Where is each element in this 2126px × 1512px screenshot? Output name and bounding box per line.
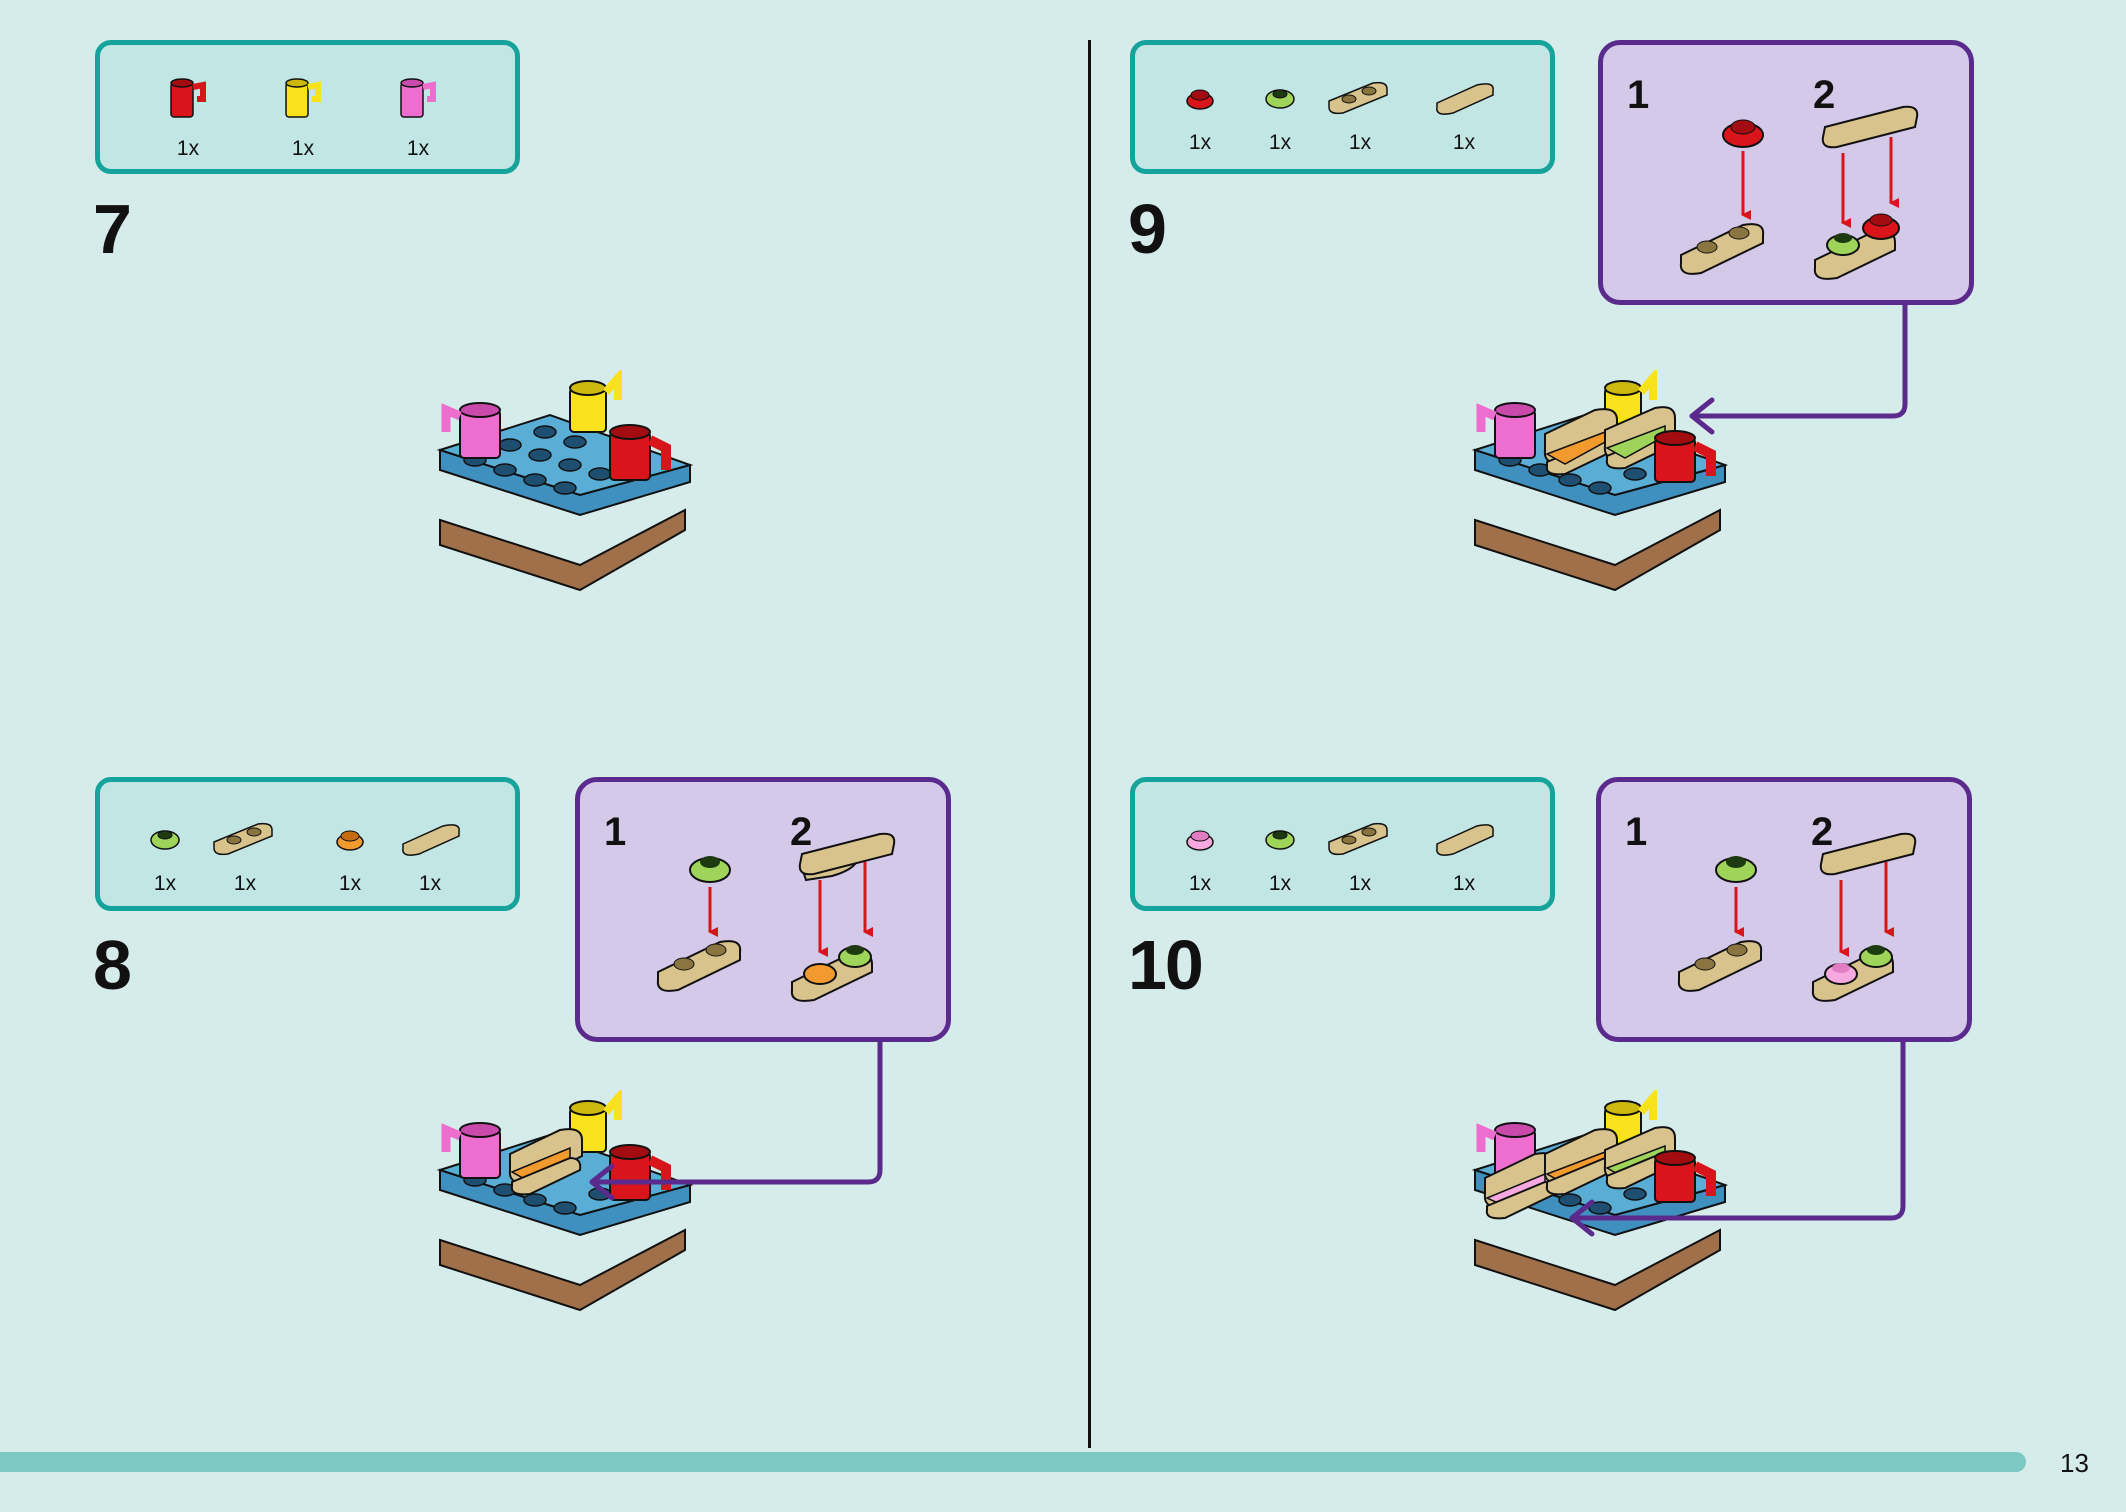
part-3: 1x <box>373 67 463 160</box>
red-round-icon <box>1186 89 1214 110</box>
pink-cup-icon <box>400 78 436 118</box>
part-3: 1x <box>305 802 395 895</box>
part-qty: 1x <box>1268 872 1292 895</box>
model-step-9 <box>1471 370 1729 592</box>
part-1: 1x <box>143 67 233 160</box>
part-qty: 1x <box>406 137 430 160</box>
substep-number-2: 2 <box>790 810 813 854</box>
part-2: 1x <box>1235 802 1325 895</box>
part-qty: 1x <box>1452 131 1476 154</box>
part-qty: 1x <box>291 137 315 160</box>
pink-round-icon <box>1186 830 1214 851</box>
parts-list-step-8: 1x 1x 1x 1x <box>95 777 520 911</box>
part-2: 1x <box>1235 61 1325 154</box>
parts-list-step-7: 1x 1x 1x <box>95 40 520 174</box>
substep-number-2: 2 <box>1811 810 1834 854</box>
model-step-8 <box>436 1090 694 1312</box>
part-4: 1x <box>1419 61 1509 154</box>
part-qty: 1x <box>153 872 177 895</box>
page-footer-bar <box>0 1452 2026 1472</box>
part-qty: 1x <box>233 872 257 895</box>
tan-plate-1x2-icon <box>1328 81 1388 115</box>
substep-illustration <box>656 832 896 1002</box>
part-qty: 1x <box>1188 872 1212 895</box>
substep-number-1: 1 <box>604 810 627 854</box>
part-qty: 1x <box>1348 131 1372 154</box>
part-2: 1x <box>200 802 290 895</box>
callout-step-8: 1 2 <box>575 777 951 1042</box>
substep-number-1: 1 <box>1627 73 1650 117</box>
part-2: 1x <box>258 67 348 160</box>
part-qty: 1x <box>176 137 200 160</box>
parts-list-step-10: 1x 1x 1x 1x <box>1130 777 1555 911</box>
part-qty: 1x <box>1452 872 1476 895</box>
tan-bun-icon <box>1436 824 1494 856</box>
tan-plate-1x2-icon <box>1328 822 1388 856</box>
tan-bun-icon <box>1436 83 1494 115</box>
substep-number-2: 2 <box>1813 73 1836 117</box>
tan-plate-1x2-icon <box>213 822 273 856</box>
part-1: 1x <box>120 802 210 895</box>
red-cup-icon <box>170 78 206 118</box>
part-4: 1x <box>1419 802 1509 895</box>
yellow-cup-icon <box>285 78 321 118</box>
part-qty: 1x <box>338 872 362 895</box>
part-1: 1x <box>1155 802 1245 895</box>
model-step-7 <box>436 370 694 592</box>
page-number: 13 <box>2060 1448 2089 1478</box>
orange-round-icon <box>336 830 364 851</box>
substep-number-1: 1 <box>1625 810 1648 854</box>
substep-illustration <box>1677 832 1917 1002</box>
part-qty: 1x <box>1268 131 1292 154</box>
callout-step-10: 1 2 <box>1596 777 1972 1042</box>
lime-flower-icon <box>1265 830 1295 850</box>
part-3: 1x <box>1315 802 1405 895</box>
step-number-10: 10 <box>1128 926 1204 1004</box>
step-number-9: 9 <box>1128 190 1167 268</box>
parts-list-step-9: 1x 1x 1x 1x <box>1130 40 1555 174</box>
part-qty: 1x <box>1348 872 1372 895</box>
part-1: 1x <box>1155 61 1245 154</box>
step-number-7: 7 <box>93 190 132 268</box>
tan-bun-icon <box>402 824 460 856</box>
part-qty: 1x <box>418 872 442 895</box>
lime-flower-icon <box>150 830 180 850</box>
part-3: 1x <box>1315 61 1405 154</box>
page-divider <box>1088 40 1091 1448</box>
step-number-8: 8 <box>93 926 132 1004</box>
substep-illustration <box>1679 105 1919 280</box>
part-qty: 1x <box>1188 131 1212 154</box>
callout-step-9: 1 2 <box>1598 40 1974 305</box>
model-step-10 <box>1471 1090 1729 1312</box>
lime-flower-icon <box>1265 89 1295 109</box>
part-4: 1x <box>385 802 475 895</box>
